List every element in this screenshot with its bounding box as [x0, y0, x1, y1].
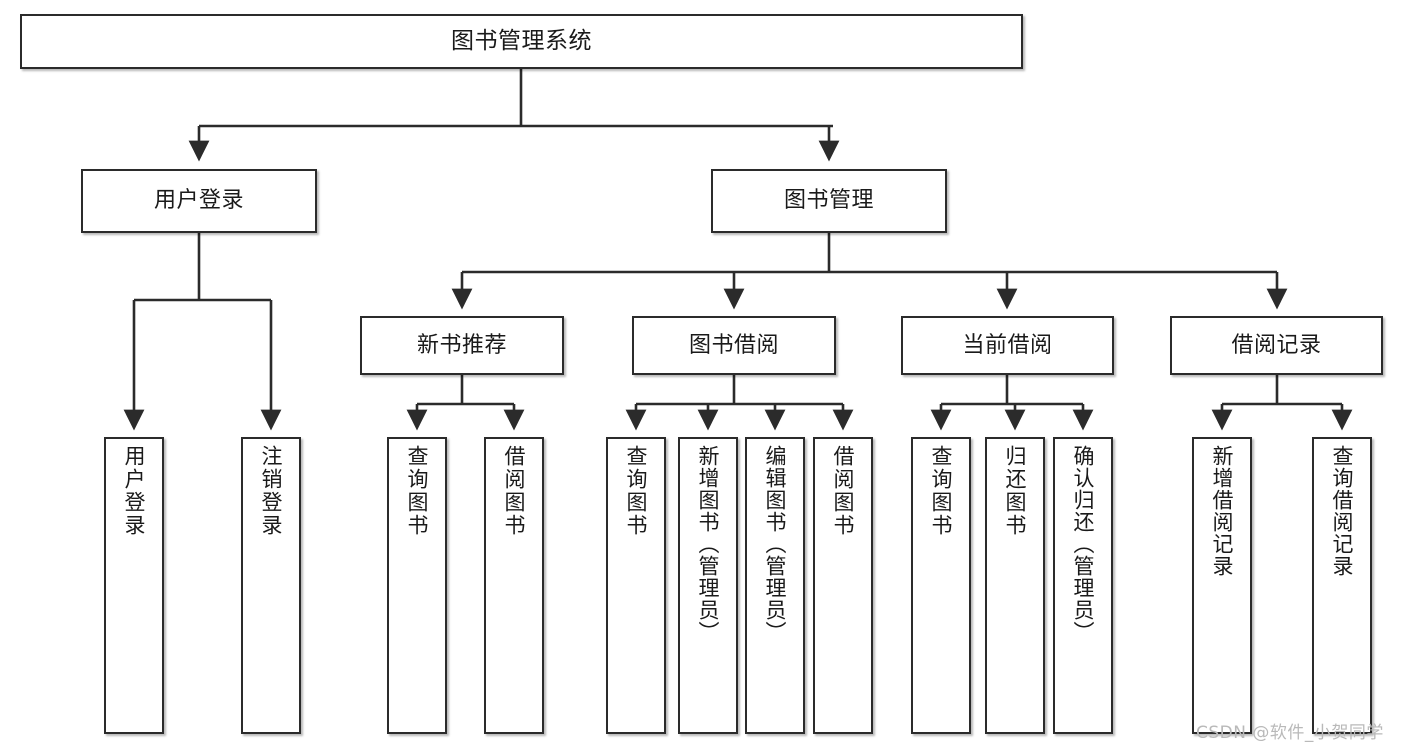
node-label: 注销登录: [259, 445, 284, 537]
node-book-management[interactable]: 图书管理: [711, 169, 947, 233]
node-borrow-record[interactable]: 借阅记录: [1170, 316, 1383, 375]
node-label: 新书推荐: [416, 332, 507, 358]
node-new-book-recommend[interactable]: 新书推荐: [360, 316, 564, 375]
node-label: 借阅图书: [831, 445, 856, 537]
leaf-query-book-current[interactable]: 查询图书: [911, 437, 971, 734]
node-user-login[interactable]: 用户登录: [81, 169, 317, 233]
watermark: CSDN @软件_小贺同学: [1196, 723, 1384, 743]
node-root[interactable]: 图书管理系统: [20, 14, 1023, 69]
node-label: 确认归还（管理员）: [1071, 445, 1096, 643]
leaf-query-borrow-record[interactable]: 查询借阅记录: [1312, 437, 1372, 734]
node-label: 新增借阅记录: [1210, 445, 1235, 577]
node-label: 当前借阅: [962, 332, 1053, 358]
leaf-return-book[interactable]: 归还图书: [985, 437, 1045, 734]
node-label: 借阅记录: [1231, 332, 1322, 358]
node-current-borrow[interactable]: 当前借阅: [901, 316, 1114, 375]
leaf-logout[interactable]: 注销登录: [241, 437, 301, 734]
leaf-add-borrow-record[interactable]: 新增借阅记录: [1192, 437, 1252, 734]
node-label: 查询图书: [624, 445, 649, 537]
leaf-query-book-borrow[interactable]: 查询图书: [606, 437, 666, 734]
node-book-borrow[interactable]: 图书借阅: [632, 316, 836, 375]
node-label: 图书借阅: [688, 332, 779, 358]
leaf-borrow-book-recommend[interactable]: 借阅图书: [484, 437, 544, 734]
leaf-add-book-admin[interactable]: 新增图书（管理员）: [678, 437, 738, 734]
node-label: 归还图书: [1003, 445, 1028, 537]
leaf-confirm-return-admin[interactable]: 确认归还（管理员）: [1053, 437, 1113, 734]
node-label: 用户登录: [153, 188, 244, 214]
leaf-query-book-recommend[interactable]: 查询图书: [387, 437, 447, 734]
node-label: 用户登录: [122, 445, 147, 537]
node-label: 查询图书: [405, 445, 430, 537]
node-label: 图书管理系统: [451, 27, 592, 54]
leaf-borrow-book[interactable]: 借阅图书: [813, 437, 873, 734]
node-label: 查询图书: [929, 445, 954, 537]
node-label: 借阅图书: [502, 445, 527, 537]
node-label: 新增图书（管理员）: [696, 445, 721, 643]
node-label: 编辑图书（管理员）: [763, 445, 788, 643]
leaf-edit-book-admin[interactable]: 编辑图书（管理员）: [745, 437, 805, 734]
node-label: 图书管理: [783, 188, 874, 214]
node-label: 查询借阅记录: [1330, 445, 1355, 577]
leaf-user-login[interactable]: 用户登录: [104, 437, 164, 734]
